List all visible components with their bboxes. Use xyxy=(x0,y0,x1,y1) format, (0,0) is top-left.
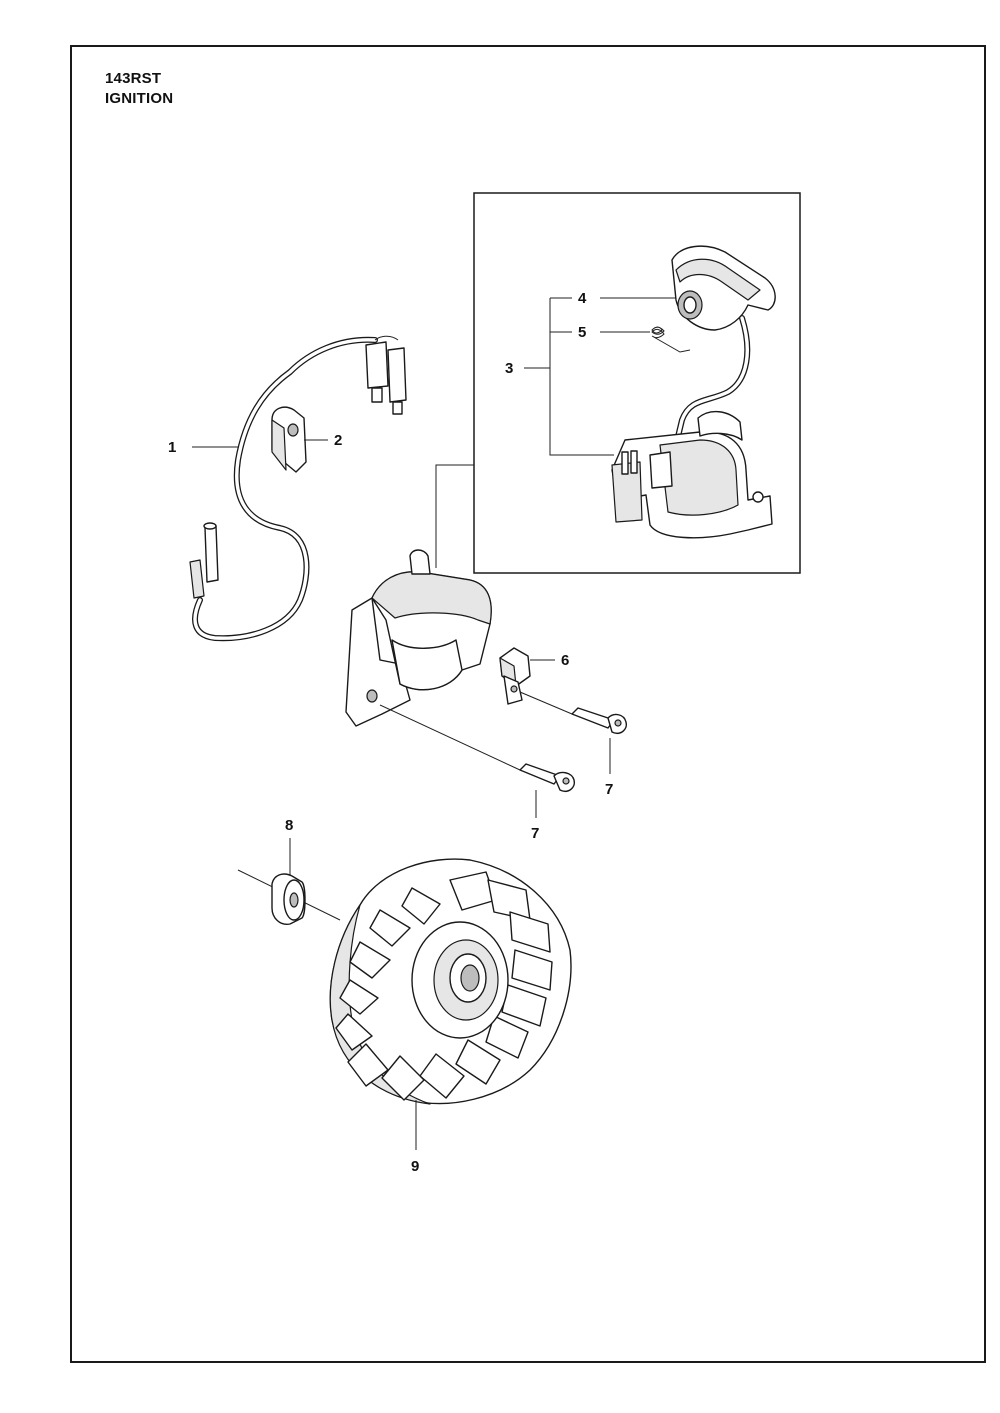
part-5-spring xyxy=(651,326,691,353)
model-title: 143RST xyxy=(105,70,162,87)
callout-7-upper: 7 xyxy=(605,781,613,798)
callout-1: 1 xyxy=(168,439,176,456)
flywheel-fins xyxy=(335,871,553,1101)
assembly-line-screw-a xyxy=(519,691,573,715)
callout-leaders-3-4-5 xyxy=(524,297,676,456)
assembly-line-screw-b xyxy=(379,704,521,771)
part-3-ignition-module xyxy=(345,549,492,727)
part-7-screw-lower xyxy=(519,763,575,792)
callout-3: 3 xyxy=(505,360,513,377)
part-1-wire-harness xyxy=(189,335,407,642)
inset-connector-line xyxy=(435,464,474,568)
part-6-clip xyxy=(499,647,531,705)
page-frame xyxy=(70,45,986,1363)
callout-9: 9 xyxy=(411,1158,419,1175)
callout-8: 8 xyxy=(285,817,293,834)
section-title: IGNITION xyxy=(105,90,174,107)
part-7-screw-upper xyxy=(571,707,627,734)
detail-inset-box xyxy=(473,192,801,574)
part-9-flywheel xyxy=(329,858,572,1105)
callout-6: 6 xyxy=(561,652,569,669)
part-2-grommet xyxy=(271,406,307,473)
callout-2: 2 xyxy=(334,432,342,449)
callout-7-lower: 7 xyxy=(531,825,539,842)
part-8-flange-nut xyxy=(271,873,306,925)
callout-5: 5 xyxy=(578,324,586,341)
callout-4: 4 xyxy=(578,290,587,307)
part-3-ignition-module-detail xyxy=(611,245,776,539)
